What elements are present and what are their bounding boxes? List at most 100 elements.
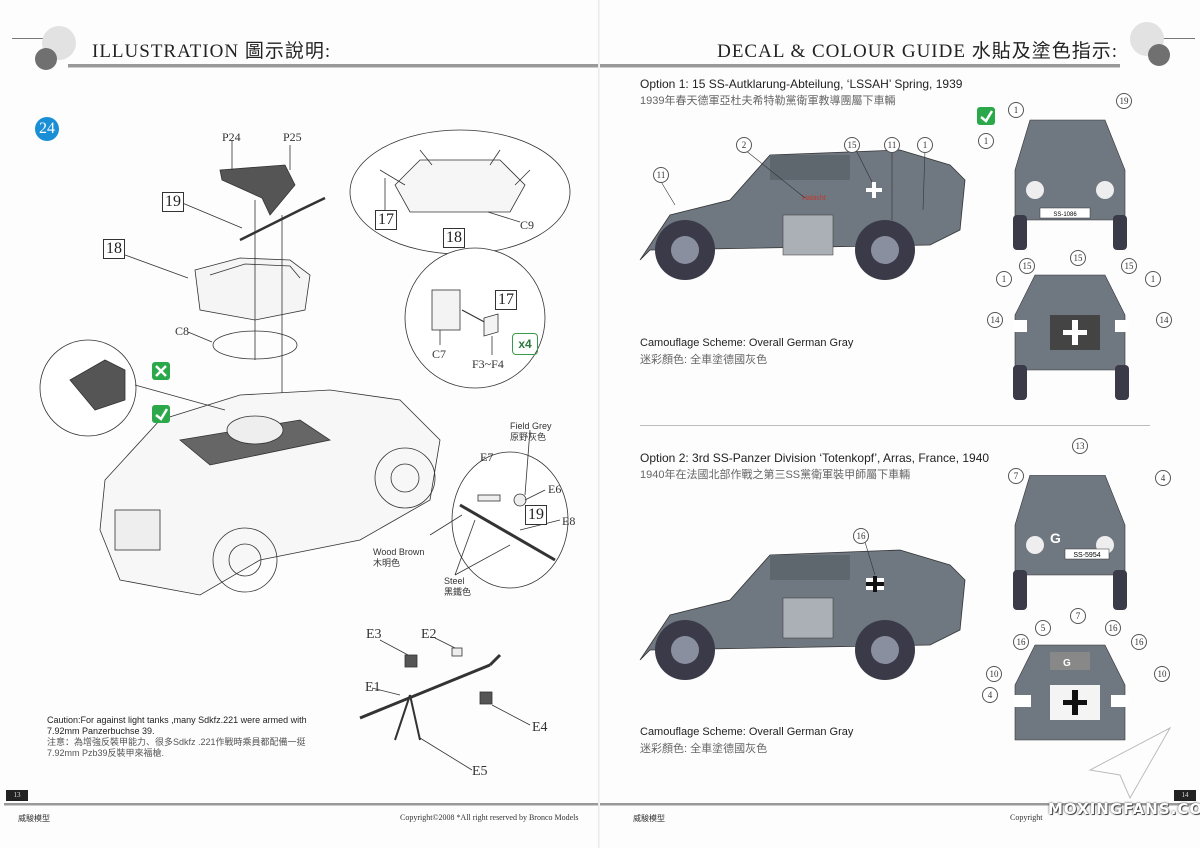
subassembly-ref-17: 17 <box>495 290 517 310</box>
tactical-letter-decal: G <box>1063 658 1071 669</box>
footer-brand: 威駿模型 <box>18 814 50 823</box>
part-label-e5: E5 <box>472 764 488 779</box>
option-2-side-view <box>639 541 966 680</box>
mesh-cover <box>219 164 296 216</box>
page-number: 13 <box>6 790 28 801</box>
decal-callout: 10 <box>1154 666 1170 682</box>
paint-label-wood-brown: Wood Brown <box>373 547 425 557</box>
footer-copyright: Copyright©2008 *All right reserved by Br… <box>400 813 579 822</box>
option-1-camo-scheme: Camouflage Scheme: Overall German Gray <box>640 337 854 349</box>
decal-callout: 7 <box>1008 468 1024 484</box>
header-rule <box>68 64 600 68</box>
decal-callout: 11 <box>884 137 900 153</box>
rear-wheel <box>374 447 436 509</box>
part-label-c9: C9 <box>520 218 535 232</box>
option-separator <box>640 425 1150 426</box>
decal-callout: 1 <box>996 271 1012 287</box>
decal-callout: 15 <box>1019 258 1035 274</box>
part-label-c7: C7 <box>432 347 447 361</box>
cement-glue-icon <box>152 362 170 380</box>
option-1-side-view: Habicht <box>639 149 966 280</box>
caution-line: 7.92mm Pzb39反裝甲來福槍. <box>47 748 165 758</box>
part-label-e7: E7 <box>480 450 494 464</box>
decal-callout: 1 <box>1008 102 1024 118</box>
watermark-logo <box>1085 724 1174 800</box>
paint-label-field-grey-cn: 原野灰色 <box>510 432 547 442</box>
decal-callout: 5 <box>1035 620 1051 636</box>
decal-callout: 11 <box>653 167 669 183</box>
decal-callout: 19 <box>1116 93 1132 109</box>
quantity-badge: x4 <box>512 333 538 355</box>
option-1-title-cn: 1939年春天德軍亞杜夫希特勒黨衛軍教導團屬下車輛 <box>640 95 896 107</box>
machine-gun <box>239 196 326 242</box>
decal-callout: 4 <box>1155 470 1171 486</box>
header-rule <box>600 64 1120 68</box>
option-1-camo-scheme-cn: 迷彩顏色: 全車塗德國灰色 <box>640 354 768 366</box>
vehicle-turret <box>770 555 850 580</box>
subassembly-ref-17: 17 <box>375 210 397 230</box>
license-plate: SS-5954 <box>1073 552 1100 559</box>
header-ornament-line <box>12 38 52 39</box>
decal-callout: 16 <box>1013 634 1029 650</box>
license-plate: SS-1086 <box>1053 212 1077 218</box>
header-ornament-line <box>1155 38 1195 39</box>
paint-label-steel-cn: 黑鐵色 <box>444 587 472 597</box>
part-label-f3-f4: F3~F4 <box>472 357 504 371</box>
vehicle-turret <box>770 155 850 180</box>
caution-line: 7.92mm Panzerbuchse 39. <box>47 726 155 736</box>
paint-label-steel: Steel <box>444 576 465 586</box>
footer-rule <box>600 803 1196 806</box>
option-1-rear-view <box>1013 274 1129 400</box>
decal-callout: 1 <box>917 137 933 153</box>
vehicle-name-decal: Habicht <box>802 195 826 202</box>
part-label-e6: E6 <box>548 482 562 496</box>
turret-ring <box>212 330 298 360</box>
detail-inset-pzb39 <box>451 451 569 589</box>
balkenkreuz-decal <box>866 182 882 198</box>
option-1-front-view: SS-1086 <box>1013 119 1127 250</box>
decal-callout: 15 <box>1121 258 1137 274</box>
part-label-p25: P25 <box>283 130 302 144</box>
paint-label-wood-brown-cn: 木明色 <box>373 558 401 568</box>
glue-point-icon <box>977 107 995 125</box>
part-label-e3: E3 <box>366 627 382 642</box>
option-1-title: Option 1: 15 SS-Autklarung-Abteilung, ‘L… <box>640 77 963 91</box>
detail-inset-port-assembly <box>404 247 546 389</box>
rifle-barrel <box>359 663 491 720</box>
decal-callout: 4 <box>982 687 998 703</box>
decal-callout: 7 <box>1070 608 1086 624</box>
part-label-c8: C8 <box>175 324 190 338</box>
footer-brand: 威駿模型 <box>633 814 665 823</box>
subassembly-ref-18: 18 <box>443 228 465 248</box>
front-wheel <box>212 527 278 593</box>
option-2-front-view: G SS-5954 <box>1013 475 1127 610</box>
header-ornament-dot <box>1148 44 1170 66</box>
front-grille <box>114 509 161 551</box>
decal-callout: 16 <box>1105 620 1121 636</box>
decal-callout: 14 <box>987 312 1003 328</box>
decal-callout: 16 <box>853 528 869 544</box>
decal-callout: 15 <box>1070 250 1086 266</box>
caution-line: Caution:For against light tanks ,many Sd… <box>47 715 307 725</box>
decal-callout: 15 <box>844 137 860 153</box>
balkenkreuz-decal <box>1063 320 1087 345</box>
part-label-e4: E4 <box>532 720 548 735</box>
turret <box>194 257 311 321</box>
part-label-p24: P24 <box>222 130 241 144</box>
part-label-e8: E8 <box>562 514 576 528</box>
subassembly-ref-19: 19 <box>162 192 184 212</box>
page-title: DECAL & COLOUR GUIDE 水貼及塗色指示: <box>717 41 1118 62</box>
option-2-title: Option 2: 3rd SS-Panzer Division ‘Totenk… <box>640 451 990 465</box>
balkenkreuz-decal <box>1063 690 1087 715</box>
caution-note: Caution:For against light tanks ,many Sd… <box>47 715 337 759</box>
option-2-rear-view: G <box>1013 644 1129 741</box>
decal-callout: 1 <box>1145 271 1161 287</box>
assembly-diagram <box>39 129 571 771</box>
decal-callout: 13 <box>1072 438 1088 454</box>
left-page: ILLUSTRATION 圖示說明: 24 <box>4 26 600 823</box>
balkenkreuz-decal <box>866 576 884 592</box>
decal-callout: 16 <box>1131 634 1147 650</box>
option-2-title-cn: 1940年在法國北部作戰之第三SS黨衛軍裝甲師屬下車輛 <box>640 469 911 481</box>
part-label-e1: E1 <box>365 680 381 695</box>
page-title: ILLUSTRATION 圖示說明: <box>92 41 332 62</box>
